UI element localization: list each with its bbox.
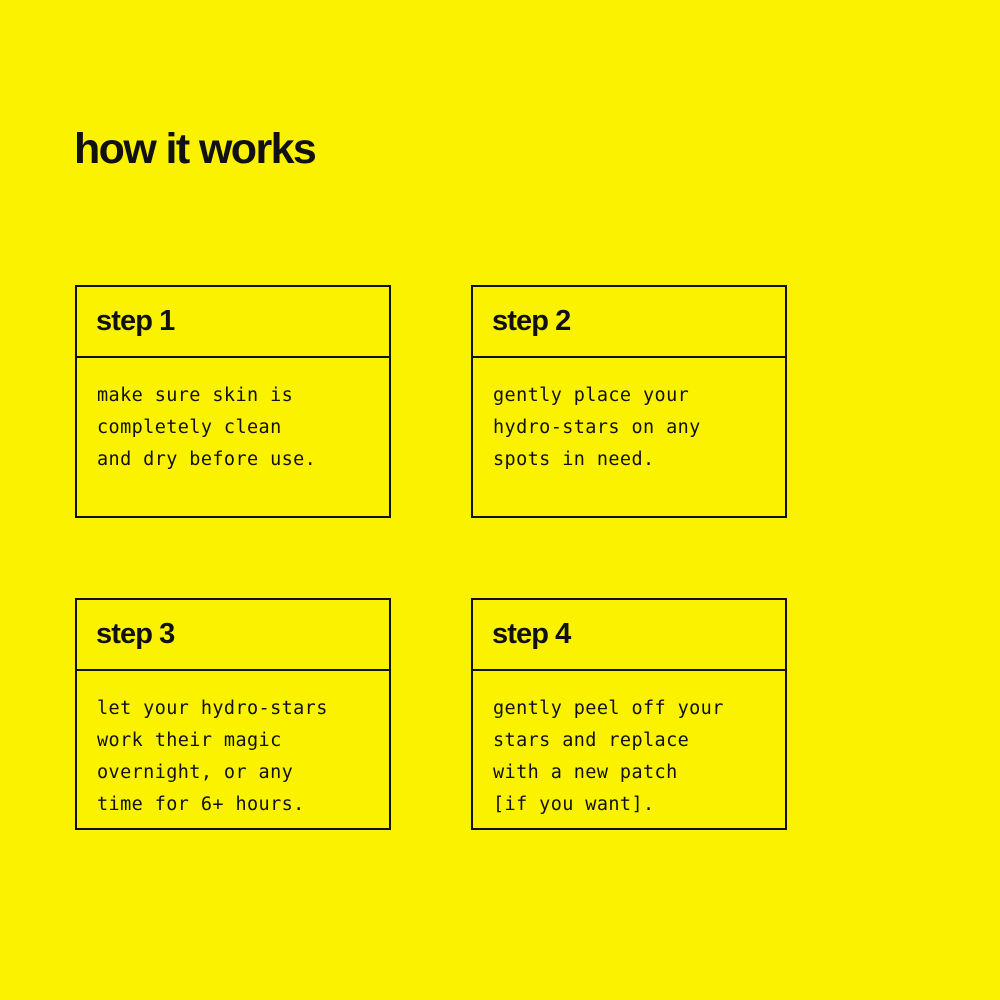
step-card-1: step 1 make sure skin is completely clea… (75, 285, 391, 518)
step-card-4-text: gently peel off your stars and replace w… (493, 698, 724, 815)
step-card-3-body: let your hydro-stars work their magic ov… (77, 671, 389, 828)
step-card-2-header: step 2 (473, 287, 785, 358)
step-card-4-body: gently peel off your stars and replace w… (473, 671, 785, 828)
page-title: how it works (74, 124, 317, 173)
step-card-3: step 3 let your hydro-stars work their m… (75, 598, 391, 830)
step-card-1-header: step 1 (77, 287, 389, 358)
step-card-4: step 4 gently peel off your stars and re… (471, 598, 787, 830)
step-card-3-text: let your hydro-stars work their magic ov… (97, 698, 328, 815)
step-card-1-body: make sure skin is completely clean and d… (77, 358, 389, 516)
step-card-2-body: gently place your hydro-stars on any spo… (473, 358, 785, 516)
steps-grid: step 1 make sure skin is completely clea… (75, 285, 787, 830)
step-card-4-label: step 4 (492, 618, 571, 650)
step-card-1-label: step 1 (96, 305, 175, 337)
step-card-2: step 2 gently place your hydro-stars on … (471, 285, 787, 518)
step-card-3-label: step 3 (96, 618, 175, 650)
step-card-3-header: step 3 (77, 600, 389, 671)
step-card-4-header: step 4 (473, 600, 785, 671)
step-card-1-text: make sure skin is completely clean and d… (97, 385, 317, 470)
step-card-2-text: gently place your hydro-stars on any spo… (493, 385, 701, 470)
step-card-2-label: step 2 (492, 305, 571, 337)
